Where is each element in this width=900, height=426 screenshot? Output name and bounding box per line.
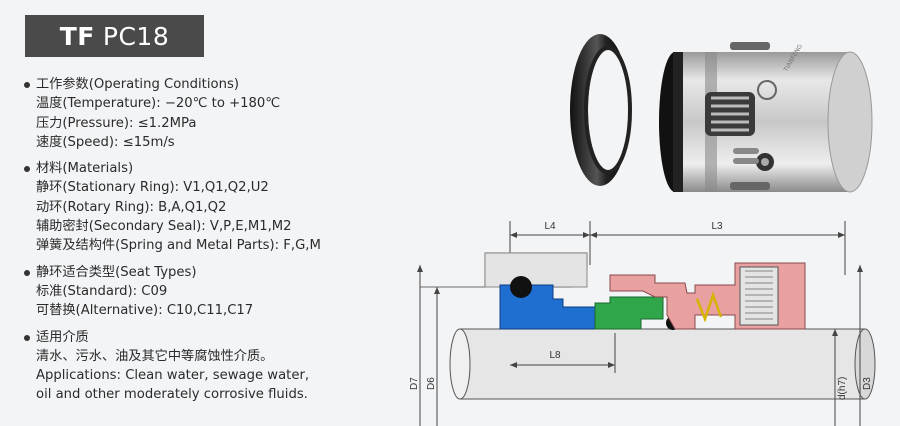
section-heading: 工作参数(Operating Conditions) <box>36 77 239 92</box>
gland-outline <box>420 252 588 288</box>
spec-line: 弹簧及结构件(Spring and Metal Parts): F,G,M <box>36 238 321 254</box>
top-dimensions <box>509 221 846 275</box>
rotary-seal-photo: TIANFENG <box>659 42 873 193</box>
bullet-icon <box>24 334 30 341</box>
section-heading: 静环适合类型(Seat Types) <box>36 264 197 280</box>
dim-l3: L3 <box>711 221 723 232</box>
bullet-icon <box>24 166 30 173</box>
seat-ring-photo <box>570 34 632 186</box>
spec-line: 温度(Temperature): −20℃ to +180℃ <box>36 96 281 112</box>
dim-d3: D3 <box>862 377 873 390</box>
dim-d6: D6 <box>426 377 437 390</box>
section-heading: 材料(Materials) <box>36 161 134 177</box>
spec-section-applications: 适用介质 清水、污水、油及其它中等腐蚀性介质。 Applications: Cl… <box>24 328 394 405</box>
spec-line: 速度(Speed): ≤15m/s <box>36 134 175 150</box>
bullet-icon <box>24 269 30 276</box>
spec-line: 静环(Stationary Ring): V1,Q1,Q2,U2 <box>36 180 269 196</box>
spec-line: oil and other moderately corrosive fluid… <box>36 387 308 403</box>
section-heading: 适用介质 <box>36 329 89 345</box>
spec-section-materials: 材料(Materials) 静环(Stationary Ring): V1,Q1… <box>24 159 394 255</box>
cross-section-drawing: L4 L3 <box>409 221 876 426</box>
spec-section-seat-types: 静环适合类型(Seat Types) 标准(Standard): C09 可替换… <box>24 263 394 321</box>
seat-o-ring <box>510 276 532 298</box>
product-title: TF PC18 <box>25 15 204 57</box>
model-label: PC18 <box>102 21 170 51</box>
spec-list: 工作参数(Operating Conditions) 温度(Temperatur… <box>24 75 394 412</box>
dim-l4: L4 <box>544 221 556 232</box>
dim-dh7: d(h7) <box>837 377 848 400</box>
right-dimensions <box>834 265 861 426</box>
spec-line: 动环(Rotary Ring): B,A,Q1,Q2 <box>36 199 227 215</box>
bullet-icon <box>24 82 30 88</box>
product-photo: TIANFENG <box>570 34 873 193</box>
spec-section-operating: 工作参数(Operating Conditions) 温度(Temperatur… <box>24 75 394 152</box>
l8-dimension <box>510 333 616 373</box>
spec-line: 清水、污水、油及其它中等腐蚀性介质。 <box>36 348 274 364</box>
rotary-ring <box>594 296 664 330</box>
brand-label: TF <box>59 21 95 51</box>
seal-housing <box>609 262 806 330</box>
spec-line: 压力(Pressure): ≤1.2MPa <box>36 115 197 131</box>
spring-icon <box>695 291 723 323</box>
left-dimensions <box>419 265 438 426</box>
dim-l8: L8 <box>549 350 561 361</box>
spec-line: Applications: Clean water, sewage water, <box>36 368 310 384</box>
spec-line: 标准(Standard): C09 <box>36 283 168 299</box>
dim-d7: D7 <box>409 377 420 390</box>
shaft <box>449 328 876 400</box>
spec-line: 可替换(Alternative): C10,C11,C17 <box>36 303 254 319</box>
spec-line: 辅助密封(Secondary Seal): V,P,E,M1,M2 <box>36 219 292 235</box>
